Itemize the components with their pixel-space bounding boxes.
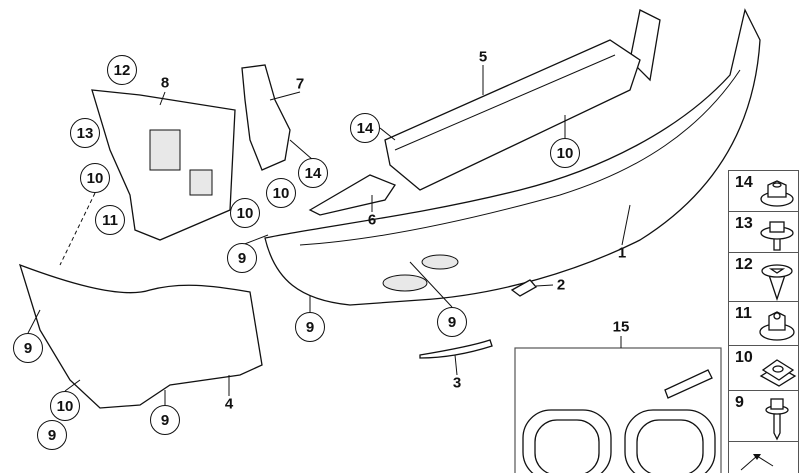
callout-9: 9 xyxy=(13,333,43,363)
legend-item-10: 10 xyxy=(728,345,799,391)
label-4: 4 xyxy=(224,395,234,413)
label-7: 7 xyxy=(295,75,305,93)
callout-14: 14 xyxy=(350,113,380,143)
callout-10: 10 xyxy=(550,138,580,168)
washer-screw-icon xyxy=(760,221,794,251)
bracket-6 xyxy=(308,174,396,216)
bumper-carrier xyxy=(384,39,641,191)
bumper-cover xyxy=(264,8,761,306)
label-1: 1 xyxy=(617,244,627,262)
bracket-7 xyxy=(241,64,291,171)
self-tapping-screw-icon xyxy=(765,398,789,441)
legend-item-13: 13 xyxy=(728,211,799,253)
callout-12: 12 xyxy=(107,55,137,85)
callout-14: 14 xyxy=(298,158,328,188)
tow-cap-2 xyxy=(510,279,538,297)
callout-9: 9 xyxy=(295,312,325,342)
reflector-strip-3 xyxy=(419,339,493,359)
side-panel-4 xyxy=(18,263,263,409)
legend-item-kit xyxy=(728,441,799,473)
legend-item-11: 11 xyxy=(728,301,799,346)
legend-item-12: 12 xyxy=(728,252,799,302)
label-2: 2 xyxy=(556,276,566,294)
collar-nut-icon xyxy=(759,311,795,341)
label-5: 5 xyxy=(478,48,488,66)
label-8: 8 xyxy=(160,74,170,92)
clip-nut-icon xyxy=(759,359,797,387)
callout-10: 10 xyxy=(230,198,260,228)
callout-10: 10 xyxy=(50,391,80,421)
legend-item-14: 14 xyxy=(728,170,799,212)
callout-13: 13 xyxy=(70,118,100,148)
label-6: 6 xyxy=(367,211,377,229)
legend-item-9: 9 xyxy=(728,390,799,442)
label-15: 15 xyxy=(612,318,630,336)
callout-10: 10 xyxy=(80,163,110,193)
callout-9: 9 xyxy=(437,307,467,337)
callout-11: 11 xyxy=(95,205,125,235)
callout-9: 9 xyxy=(37,420,67,450)
parts-kit-icon xyxy=(740,454,774,471)
label-3: 3 xyxy=(452,374,462,392)
callout-9: 9 xyxy=(227,243,257,273)
callout-10: 10 xyxy=(266,178,296,208)
expanding-rivet-icon xyxy=(761,264,793,301)
flange-nut-icon xyxy=(760,180,794,207)
callout-9: 9 xyxy=(150,405,180,435)
